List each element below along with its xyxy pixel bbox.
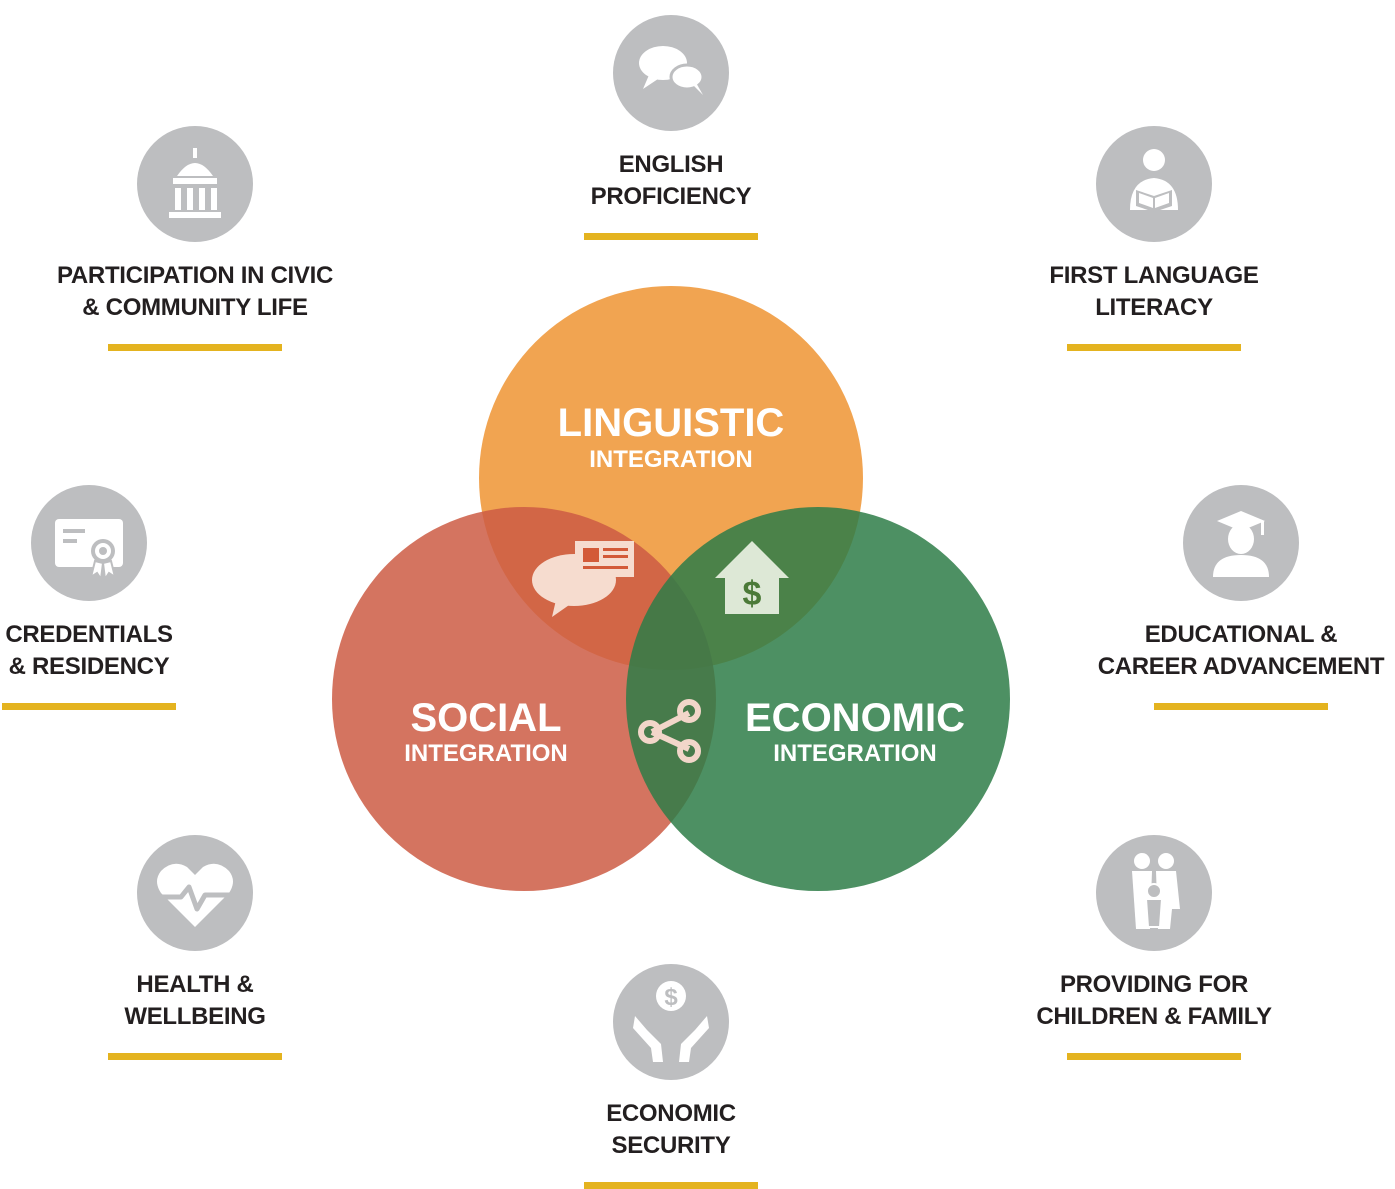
- item-security-line2: SECURITY: [611, 1132, 731, 1159]
- speech-document-icon: [532, 541, 634, 617]
- item-first-language: FIRST LANGUAGE LITERACY: [994, 126, 1314, 351]
- social-title: SOCIAL: [410, 696, 561, 740]
- speech-bubbles-icon: [613, 15, 729, 131]
- item-security-line1: ECONOMIC: [606, 1100, 736, 1127]
- certificate-icon: [31, 485, 147, 601]
- svg-text:$: $: [664, 984, 678, 1011]
- underline: [1067, 1053, 1241, 1060]
- capitol-building-icon: [137, 126, 253, 242]
- item-english: ENGLISH PROFICIENCY: [511, 15, 831, 240]
- underline: [2, 703, 176, 710]
- item-family: PROVIDING FOR CHILDREN & FAMILY: [994, 835, 1314, 1060]
- item-first-language-line2: LITERACY: [1095, 294, 1213, 321]
- item-health: HEALTH & WELLBEING: [35, 835, 355, 1060]
- item-educational-line1: EDUCATIONAL &: [1144, 621, 1338, 648]
- underline: [108, 344, 282, 351]
- item-health-line2: WELLBEING: [124, 1003, 266, 1030]
- item-english-line1: ENGLISH: [618, 151, 724, 178]
- economic-circle: [626, 507, 1010, 891]
- house-dollar-icon: $: [715, 541, 789, 614]
- social-circle: [332, 507, 716, 891]
- item-health-line1: HEALTH &: [136, 971, 254, 998]
- graduate-icon: [1183, 485, 1299, 601]
- economic-title: ECONOMIC: [745, 696, 965, 740]
- item-english-line2: PROFICIENCY: [590, 183, 752, 210]
- underline: [1154, 703, 1328, 710]
- svg-text:$: $: [743, 575, 762, 613]
- share-icon: [638, 699, 701, 763]
- linguistic-subtitle: INTEGRATION: [589, 446, 753, 473]
- heart-pulse-icon: [137, 835, 253, 951]
- item-civic: PARTICIPATION IN CIVIC & COMMUNITY LIFE: [35, 126, 355, 351]
- reading-person-icon: [1096, 126, 1212, 242]
- item-security: $ ECONOMIC SECURITY: [511, 964, 831, 1189]
- item-credentials: CREDENTIALS & RESIDENCY: [0, 485, 249, 710]
- item-first-language-line1: FIRST LANGUAGE: [1049, 262, 1259, 289]
- linguistic-title: LINGUISTIC: [558, 401, 785, 445]
- economic-subtitle: INTEGRATION: [773, 740, 937, 767]
- hands-dollar-icon: $: [613, 964, 729, 1080]
- item-educational-line2: CAREER ADVANCEMENT: [1097, 653, 1385, 680]
- underline: [584, 233, 758, 240]
- family-icon: [1096, 835, 1212, 951]
- item-educational: EDUCATIONAL & CAREER ADVANCEMENT: [1081, 485, 1395, 710]
- item-credentials-line2: & RESIDENCY: [8, 653, 170, 680]
- underline: [108, 1053, 282, 1060]
- item-civic-line2: & COMMUNITY LIFE: [82, 294, 308, 321]
- item-family-line2: CHILDREN & FAMILY: [1036, 1003, 1272, 1030]
- item-credentials-line1: CREDENTIALS: [5, 621, 173, 648]
- underline: [1067, 344, 1241, 351]
- item-family-line1: PROVIDING FOR: [1059, 971, 1249, 998]
- social-subtitle: INTEGRATION: [404, 740, 568, 767]
- item-civic-line1: PARTICIPATION IN CIVIC: [56, 262, 334, 289]
- underline: [584, 1182, 758, 1189]
